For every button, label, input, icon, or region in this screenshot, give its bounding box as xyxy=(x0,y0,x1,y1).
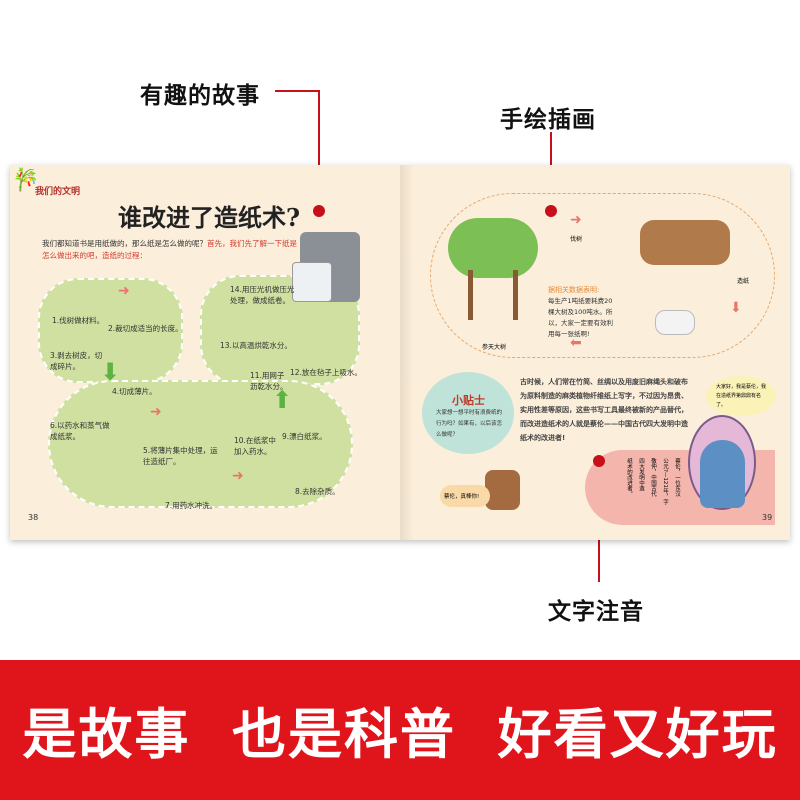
intro-red: 首先，我们先了解一下纸是怎么做出来的吧，造纸的过程： xyxy=(42,239,297,260)
callout-dot xyxy=(593,455,605,467)
step-label: 3.剥去树皮，切成碎片。 xyxy=(50,351,103,371)
arrow-right-icon: ➜ xyxy=(570,212,582,228)
arrow-right-icon: ➜ xyxy=(232,468,244,484)
label-cut: 伐树 xyxy=(570,236,583,243)
step-label: 1.伐树做材料。 xyxy=(52,316,105,325)
page-title: 谁改进了造纸术? xyxy=(118,203,301,232)
intro-text: 我们都知道书是用纸做的，那么纸是怎么做的呢？首先，我们先了解一下纸是怎么做出来的… xyxy=(42,238,302,262)
promo-banner xyxy=(0,660,800,800)
cai-lun-bubble-text: 大家好，我是蔡伦，我在造纸界第鼎鼎有名了。 xyxy=(716,384,767,408)
intro-black: 我们都知道书是用纸做的，那么纸是怎么做的呢？ xyxy=(42,239,207,248)
trees-illustration xyxy=(448,218,538,278)
series-logo: 我们的文明 xyxy=(35,187,81,197)
tip-bubble xyxy=(422,372,514,454)
step-label: 12.放在毡子上吸水。 xyxy=(290,368,362,377)
step-label: 6.以药水和蒸气做成纸浆。 xyxy=(50,421,110,441)
step-label: 11.用网子沥乾水分。 xyxy=(250,371,288,391)
step-label: 4.切成薄片。 xyxy=(112,387,157,396)
arrow-left-icon: ⬅ xyxy=(570,335,582,351)
step-label: 2.裁切成适当的长度。 xyxy=(108,324,183,333)
bio-column: 四大发明中造 xyxy=(638,458,644,491)
arrow-right-icon: ➜ xyxy=(118,283,130,299)
step-label: 10.在纸浆中加入药水。 xyxy=(234,436,276,456)
step-label: 8.去除杂质。 xyxy=(295,487,340,496)
label-make: 造纸 xyxy=(737,278,750,285)
stump-bubble-text: 蔡伦，真棒你! xyxy=(444,494,480,500)
stump-character-illustration xyxy=(485,470,520,510)
callout-illustration: 手绘插画 xyxy=(500,107,596,133)
paper-roll-illustration xyxy=(292,262,332,302)
process-area-top-left xyxy=(38,278,183,383)
arrow-up-icon: ⬆ xyxy=(272,386,293,414)
bio-columns: 蔡伦，一位东汉 公元?—121年，字 敬仲，中国古代 四大发明中造 纸术的改进者… xyxy=(625,458,681,504)
stump-speech-bubble xyxy=(440,485,490,507)
bamboo-decoration-icon: 🎋 xyxy=(12,168,40,193)
stumps-illustration xyxy=(640,220,730,265)
callout-dot xyxy=(545,205,557,217)
bio-column: 公元?—121年，字 xyxy=(662,458,668,505)
bio-column: 蔡伦，一位东汉 xyxy=(674,458,680,497)
page-number-right: 39 xyxy=(762,513,773,522)
tip-title: 小贴士 xyxy=(452,394,485,407)
callout-dot xyxy=(313,205,325,217)
callout-pinyin: 文字注音 xyxy=(548,599,644,625)
label-trees: 参天大树 xyxy=(482,344,507,351)
page-number-left: 38 xyxy=(28,513,39,522)
arrow-down-icon: ⬇ xyxy=(100,358,121,386)
step-label: 13.以高温烘乾水分。 xyxy=(220,341,292,350)
callout-line xyxy=(275,90,320,92)
callout-line xyxy=(318,90,320,210)
bio-column: 纸术的改进者。 xyxy=(626,458,632,497)
cycle-dashed-outline xyxy=(430,193,775,358)
step-label: 7.用药水冲洗。 xyxy=(165,501,218,510)
process-area-bottom xyxy=(48,380,353,508)
tip-text: 大家想一想平时有浪费纸的行为吗？如果有，以后该怎么做呢？ xyxy=(436,410,503,438)
step-label: 5.将薄片集中处理，运往造纸厂。 xyxy=(143,446,218,466)
arrow-right-icon: ➜ xyxy=(150,404,162,420)
data-heading: 据相关数据表明: xyxy=(548,286,600,294)
arrow-down-icon: ⬇ xyxy=(730,300,742,316)
step-label: 14.用压光机做压光处理，做成纸卷。 xyxy=(230,285,295,305)
step-label: 9.漂白纸浆。 xyxy=(282,432,327,441)
callout-story: 有趣的故事 xyxy=(140,83,260,109)
bio-column: 敬仲，中国古代 xyxy=(650,458,656,497)
toilet-paper-illustration xyxy=(655,310,695,335)
story-text: 古时候，人们常在竹简、丝绸以及用废旧麻绳头和破布为原料制造的麻类植物纤维纸上写字… xyxy=(520,378,688,442)
book-gutter xyxy=(400,165,414,540)
banner-text: 是故事 也是科普 好看又好玩 xyxy=(22,703,778,766)
data-text: 每生产1吨纸要耗费20棵大树及100吨水。所以，大家一定要有效利用每一张纸啊! xyxy=(548,297,613,338)
cai-lun-speech-bubble xyxy=(706,376,776,416)
tree-trunks xyxy=(468,270,518,320)
cai-lun-figure xyxy=(700,440,745,508)
